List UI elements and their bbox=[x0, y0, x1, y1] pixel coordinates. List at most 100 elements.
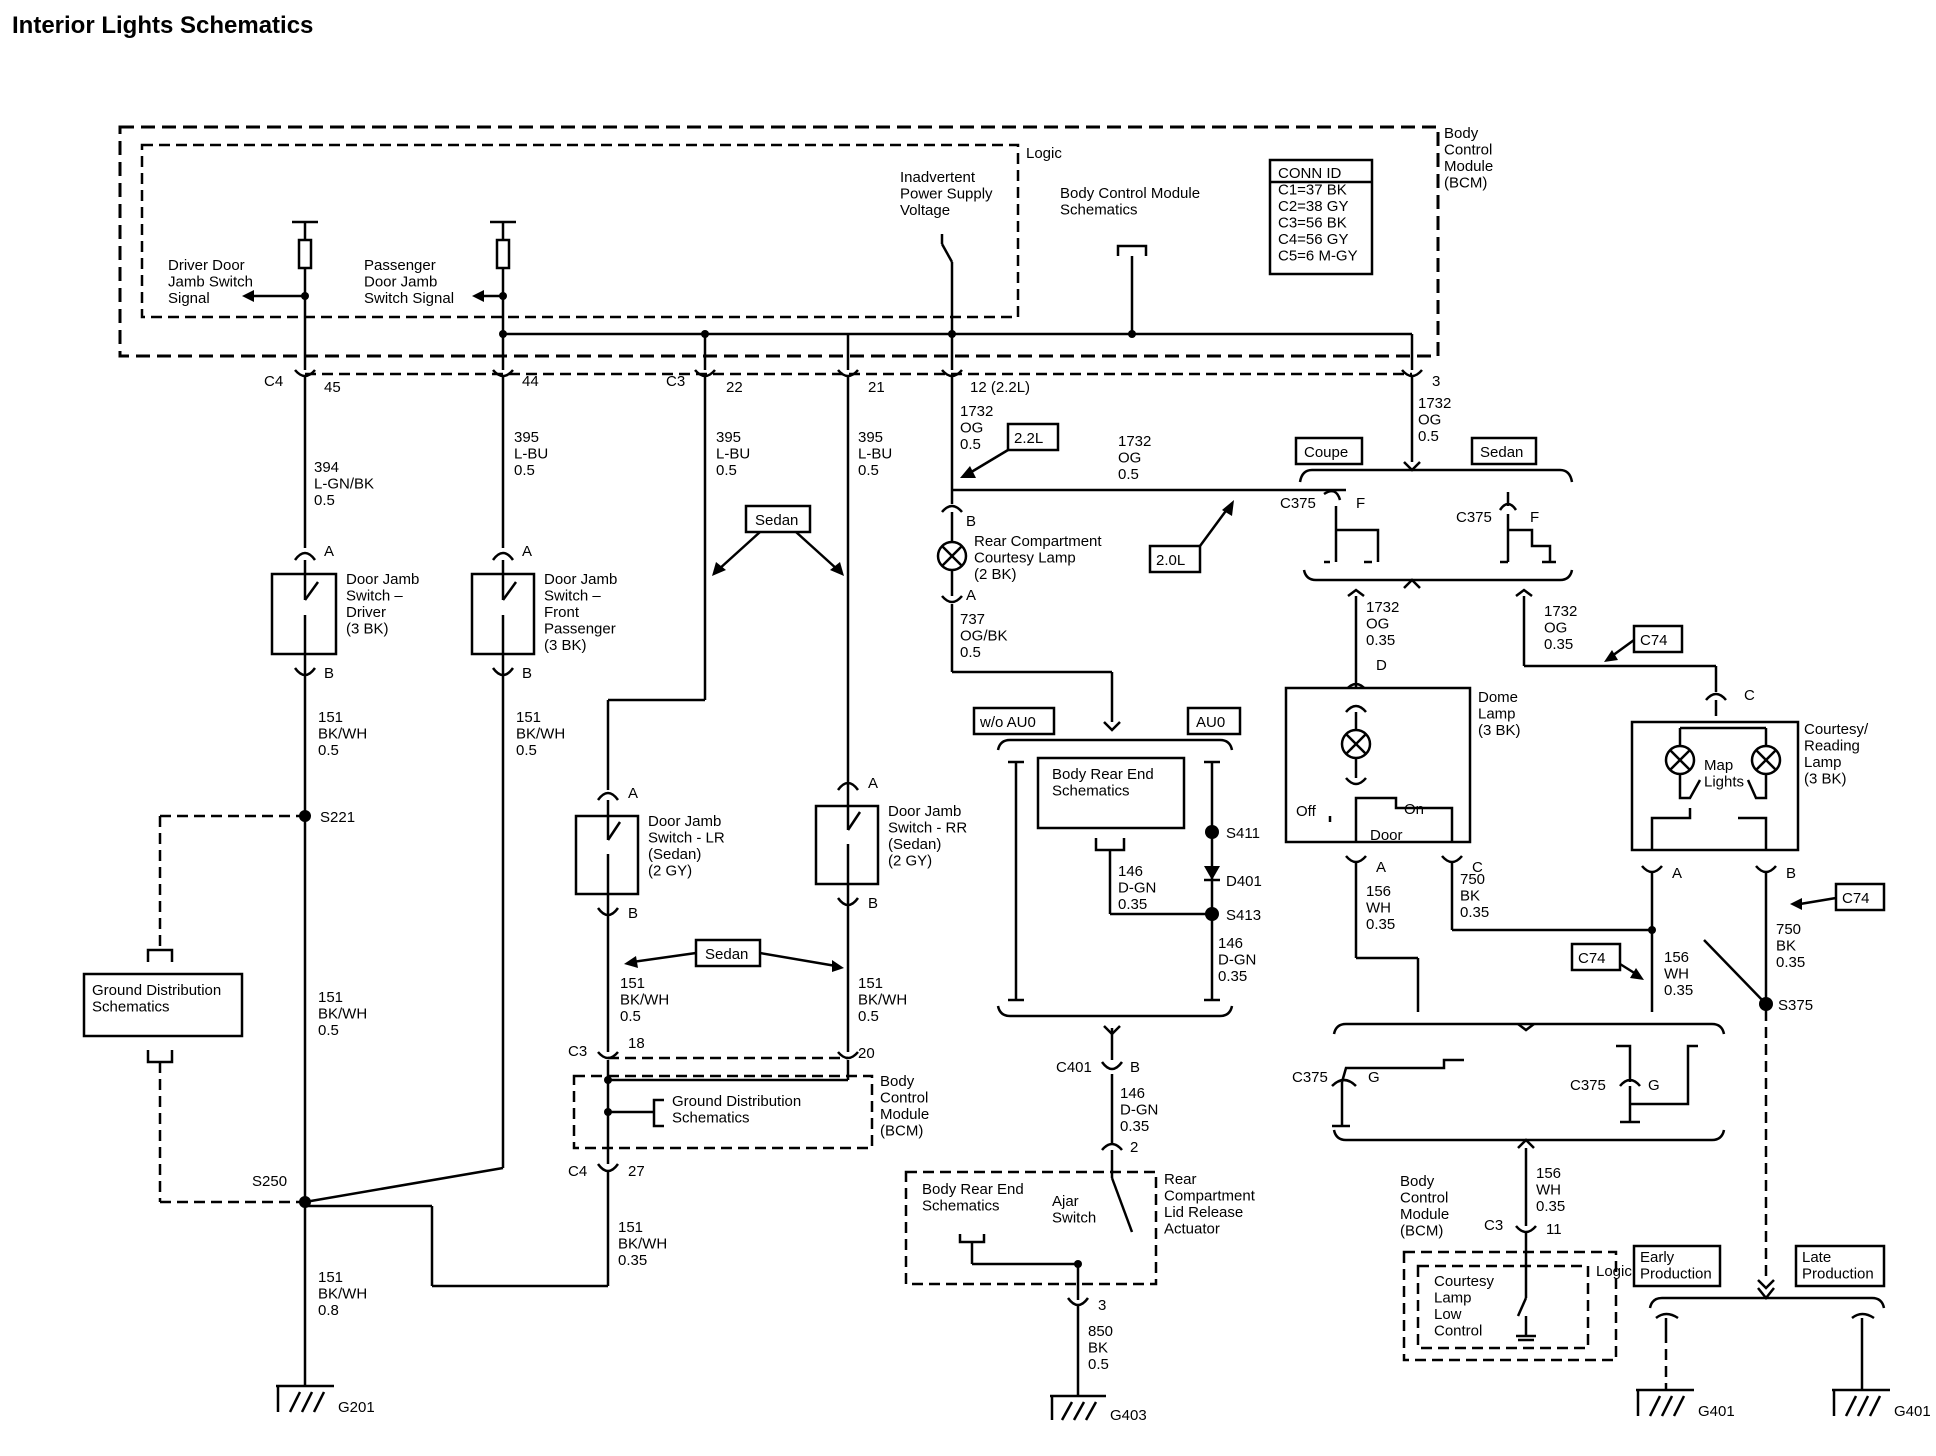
pin-b-courtesy: B bbox=[1786, 865, 1796, 882]
sedan-tag-3 bbox=[1470, 436, 1538, 466]
label-line: Control bbox=[880, 1090, 928, 1107]
ground-g201 bbox=[276, 1384, 334, 1413]
label-line: 0.35 bbox=[1120, 1118, 1149, 1135]
c4-label-2: C4 bbox=[568, 1163, 587, 1180]
label-line: Ground Distribution bbox=[672, 1093, 801, 1110]
pin-g1: G bbox=[1368, 1069, 1380, 1086]
label-line: (2 GY) bbox=[648, 863, 692, 880]
s250-label: S250 bbox=[252, 1173, 287, 1190]
g401-label-a: G401 bbox=[1698, 1403, 1735, 1420]
tag-2-0l bbox=[1148, 544, 1202, 574]
label-line: Schematics bbox=[672, 1110, 750, 1127]
label-line: Production bbox=[1802, 1266, 1874, 1283]
pin-18: 18 bbox=[628, 1035, 645, 1052]
label-line: 0.5 bbox=[314, 492, 335, 509]
label-line: 0.5 bbox=[858, 1008, 879, 1025]
label-line: 395 bbox=[514, 429, 539, 446]
s375-label: S375 bbox=[1778, 997, 1813, 1014]
ground-distribution-box-1 bbox=[82, 972, 244, 1038]
label-line: Inadvertent bbox=[900, 169, 976, 186]
dome-lamp-box bbox=[1284, 686, 1472, 844]
label-line: Production bbox=[1640, 1266, 1712, 1283]
label-line: Signal bbox=[168, 290, 210, 307]
label-line: 0.35 bbox=[1544, 636, 1573, 653]
pin-21: 21 bbox=[868, 379, 885, 396]
pin-a-lr: A bbox=[628, 785, 638, 802]
pin-f2: F bbox=[1530, 509, 1539, 526]
g401-label-b: G401 bbox=[1894, 1403, 1931, 1420]
c375-label-g2: C375 bbox=[1570, 1077, 1606, 1094]
wo-au0-tag bbox=[972, 706, 1056, 736]
label-line: (3 BK) bbox=[1478, 722, 1521, 739]
pin-f1: F bbox=[1356, 495, 1365, 512]
label-line: OG bbox=[960, 420, 983, 437]
au0-text: AU0 bbox=[1196, 714, 1225, 731]
body-rear-end-box-1 bbox=[1036, 756, 1186, 830]
pin-a-driver: A bbox=[324, 543, 334, 560]
label-line: 151 bbox=[618, 1219, 643, 1236]
label-line: Driver bbox=[346, 604, 386, 621]
label-line: D-GN bbox=[1218, 952, 1256, 969]
label-line: 0.5 bbox=[858, 462, 879, 479]
rear-lid-actuator-box bbox=[904, 1170, 1158, 1286]
label-line: Module bbox=[1444, 158, 1493, 175]
label-line: 0.5 bbox=[620, 1008, 641, 1025]
label-line: Switch – bbox=[346, 588, 403, 605]
label-line: L-BU bbox=[858, 446, 892, 463]
label-line: C3=56 BK bbox=[1278, 215, 1347, 232]
label-line: C1=37 BK bbox=[1278, 182, 1347, 199]
label-line: 146 bbox=[1118, 863, 1143, 880]
pin-a-dome: A bbox=[1376, 859, 1386, 876]
label-line: (2 GY) bbox=[888, 853, 932, 870]
label-line: D-GN bbox=[1120, 1102, 1158, 1119]
label-line: Body bbox=[1444, 125, 1479, 142]
label-line: Body Control Module bbox=[1060, 185, 1200, 202]
label-line: Schematics bbox=[922, 1198, 1000, 1215]
label-line: Lamp bbox=[1478, 706, 1516, 723]
label-line: C4=56 GY bbox=[1278, 231, 1348, 248]
label-line: OG bbox=[1418, 412, 1441, 429]
s413-label: S413 bbox=[1226, 907, 1261, 924]
label-line: Lamp bbox=[1434, 1290, 1472, 1307]
pin-b-c401: B bbox=[1130, 1059, 1140, 1076]
c3-label-2: C3 bbox=[568, 1043, 587, 1060]
label-line: Reading bbox=[1804, 738, 1860, 755]
label-line: BK/WH bbox=[318, 1286, 367, 1303]
label-line: 0.5 bbox=[960, 644, 981, 661]
pin-11: 11 bbox=[1546, 1221, 1562, 1238]
label-line: Ground Distribution bbox=[92, 982, 221, 999]
label-line: D-GN bbox=[1118, 880, 1156, 897]
ground-g401-a bbox=[1636, 1388, 1694, 1417]
page-title: Interior Lights Schematics bbox=[12, 12, 314, 39]
early-production-tag bbox=[1632, 1244, 1722, 1288]
sedan-tag-1 bbox=[744, 504, 812, 534]
label-line: Module bbox=[880, 1106, 929, 1123]
c74-tag-2 bbox=[1834, 882, 1886, 912]
c4-label: C4 bbox=[264, 373, 283, 390]
label-line: Courtesy Lamp bbox=[974, 550, 1076, 567]
conn-id-box bbox=[1268, 158, 1374, 276]
label-line: L-BU bbox=[514, 446, 548, 463]
label-line: Body Rear End bbox=[922, 1181, 1024, 1198]
label-line: 151 bbox=[318, 709, 343, 726]
driver-pullup bbox=[242, 220, 318, 302]
tag-2-0l-text: 2.0L bbox=[1156, 552, 1185, 569]
label-line: BK/WH bbox=[858, 992, 907, 1009]
label-line: (Sedan) bbox=[888, 836, 941, 853]
label-line: BK/WH bbox=[318, 726, 367, 743]
